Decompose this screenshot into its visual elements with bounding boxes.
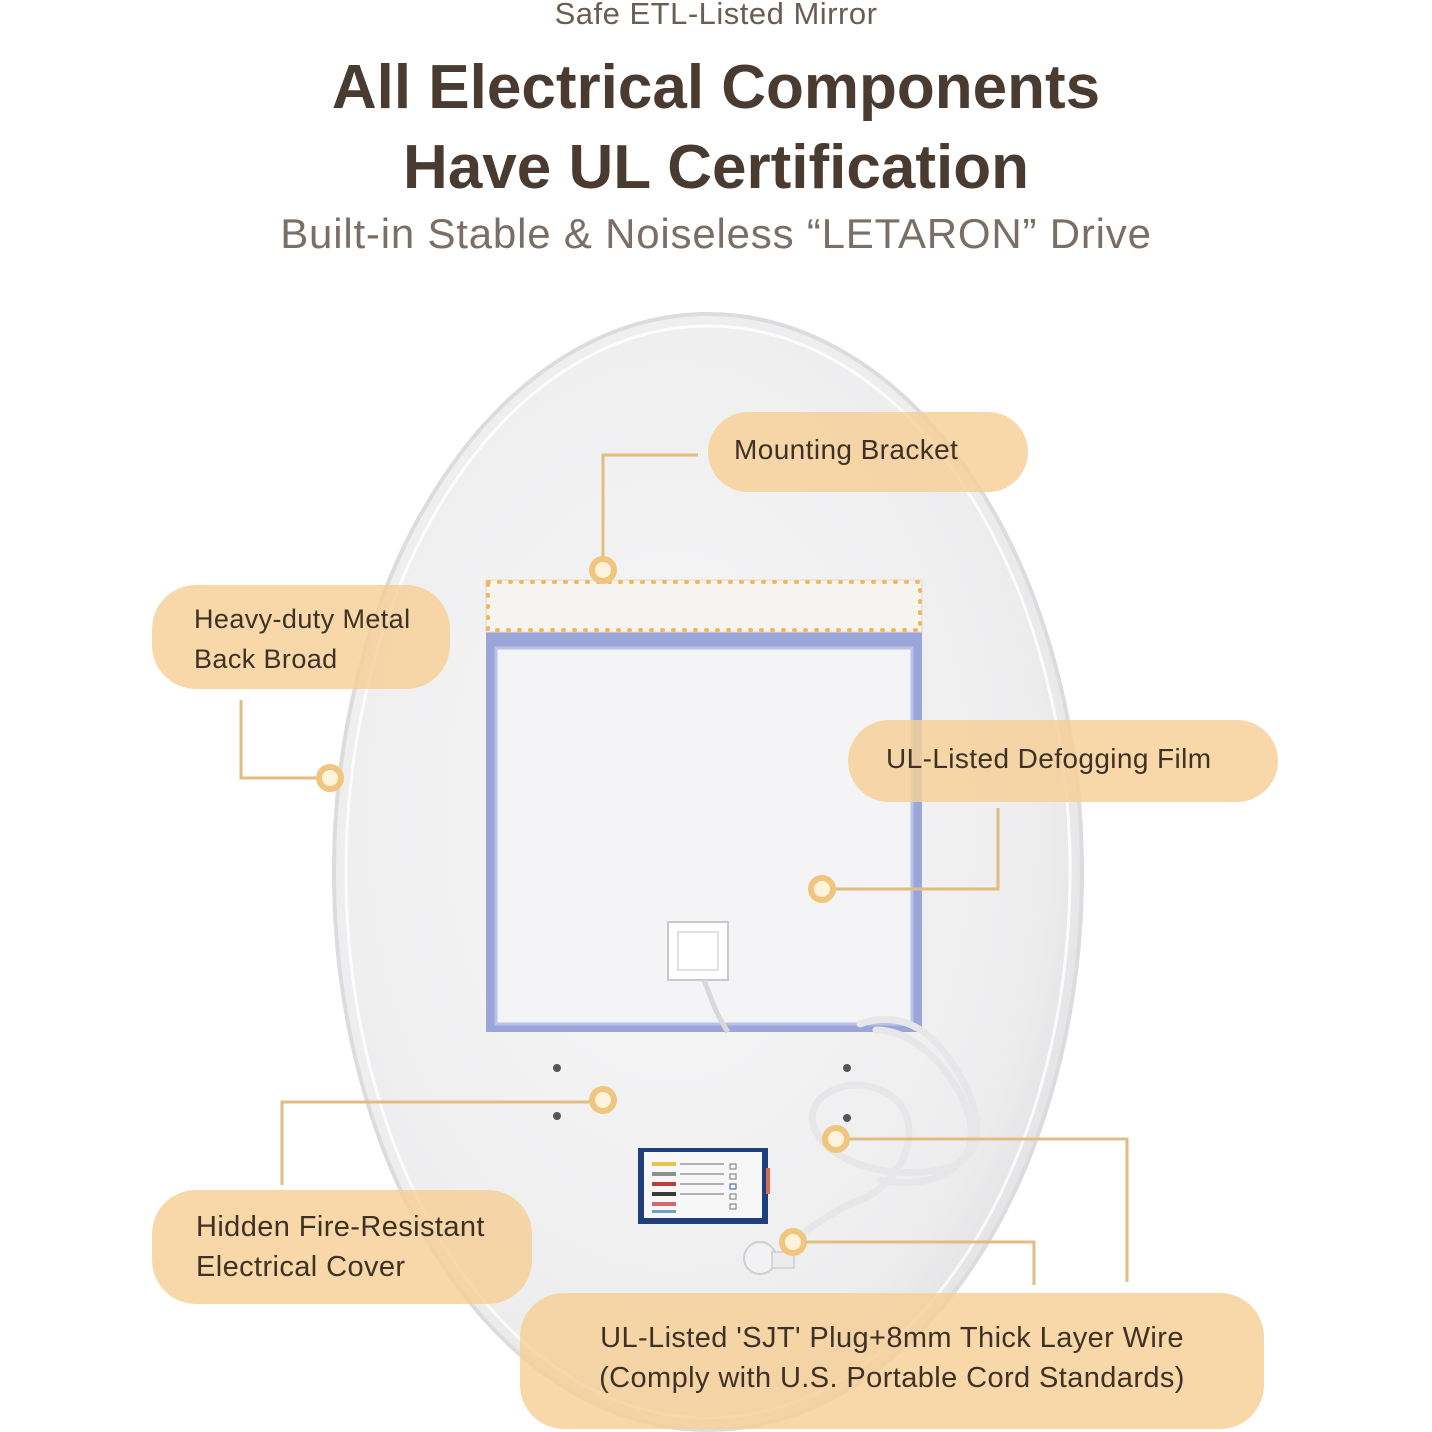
leader-mounting: [601, 453, 698, 569]
dot-mounting: [589, 556, 617, 584]
callout-label-line2: Electrical Cover: [196, 1251, 406, 1283]
callout-metal-back: Heavy-duty Metal Back Broad: [152, 585, 450, 689]
callout-label: Mounting Bracket: [734, 434, 959, 465]
callout-label-line1: UL-Listed 'SJT' Plug+8mm Thick Layer Wir…: [600, 1322, 1184, 1354]
leader-defog: [822, 808, 1000, 891]
callout-plug-wire: UL-Listed 'SJT' Plug+8mm Thick Layer Wir…: [520, 1293, 1264, 1429]
callout-label-line1: Hidden Fire-Resistant: [196, 1211, 485, 1243]
callout-label-line1: Heavy-duty Metal: [194, 604, 411, 634]
callout-defogging-film: UL-Listed Defogging Film: [848, 720, 1278, 802]
leader-plug: [793, 1240, 1036, 1285]
callout-label-line2: (Comply with U.S. Portable Cord Standard…: [599, 1362, 1185, 1394]
callout-electrical-cover: Hidden Fire-Resistant Electrical Cover: [152, 1190, 532, 1304]
page-title: All Electrical Components Have UL Certif…: [0, 48, 1432, 208]
electrical-cover: [638, 1148, 770, 1224]
leader-cover: [280, 1100, 603, 1185]
dot-cord: [822, 1125, 850, 1153]
leader-metal: [239, 700, 330, 780]
callout-mounting-bracket: Mounting Bracket: [708, 412, 1028, 492]
mounting-bracket: [485, 579, 923, 633]
dot-plug: [779, 1228, 807, 1256]
callout-label-line2: Back Broad: [194, 644, 338, 674]
dot-cover: [589, 1086, 617, 1114]
dot-defog: [808, 875, 836, 903]
title-line-1: All Electrical Components: [331, 53, 1101, 122]
subtitle: Built-in Stable & Noiseless “LETARON” Dr…: [280, 210, 1152, 257]
power-cord: [786, 1016, 981, 1244]
dot-metal: [316, 764, 344, 792]
switch-box: [667, 921, 729, 981]
tagline: Safe ETL-Listed Mirror: [554, 0, 878, 31]
plug: [743, 1241, 795, 1275]
title-line-2: Have UL Certification: [403, 133, 1029, 202]
callout-label: UL-Listed Defogging Film: [886, 743, 1212, 774]
leader-cord: [836, 1137, 1129, 1282]
